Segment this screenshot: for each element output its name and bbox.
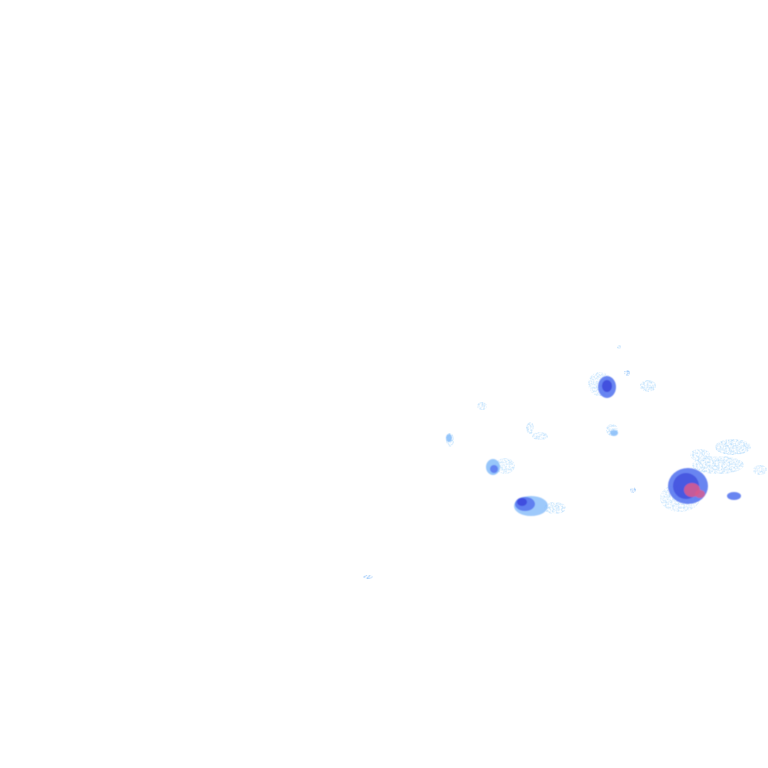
echo-light bbox=[363, 575, 373, 579]
echo-light bbox=[477, 402, 487, 410]
echo-light bbox=[526, 422, 534, 434]
echo-light bbox=[532, 432, 548, 440]
echo-medium bbox=[610, 430, 618, 436]
echo-light bbox=[544, 502, 566, 514]
echo-light bbox=[624, 370, 630, 376]
echo-light bbox=[640, 380, 656, 392]
precipitation-echoes bbox=[363, 345, 767, 579]
echo-heavy bbox=[490, 465, 498, 473]
echo-light bbox=[692, 456, 744, 474]
echo-light bbox=[690, 449, 710, 461]
echo-medium bbox=[727, 492, 741, 500]
echo-light bbox=[617, 345, 621, 349]
echo-very-heavy bbox=[695, 490, 705, 498]
echo-heavy bbox=[517, 498, 527, 506]
echo-medium bbox=[446, 434, 452, 442]
echo-light bbox=[715, 439, 751, 455]
echo-light bbox=[630, 487, 636, 493]
echo-light bbox=[753, 465, 767, 475]
echo-light bbox=[495, 458, 515, 474]
echo-heavy bbox=[602, 380, 612, 392]
precipitation-cores bbox=[446, 376, 741, 516]
